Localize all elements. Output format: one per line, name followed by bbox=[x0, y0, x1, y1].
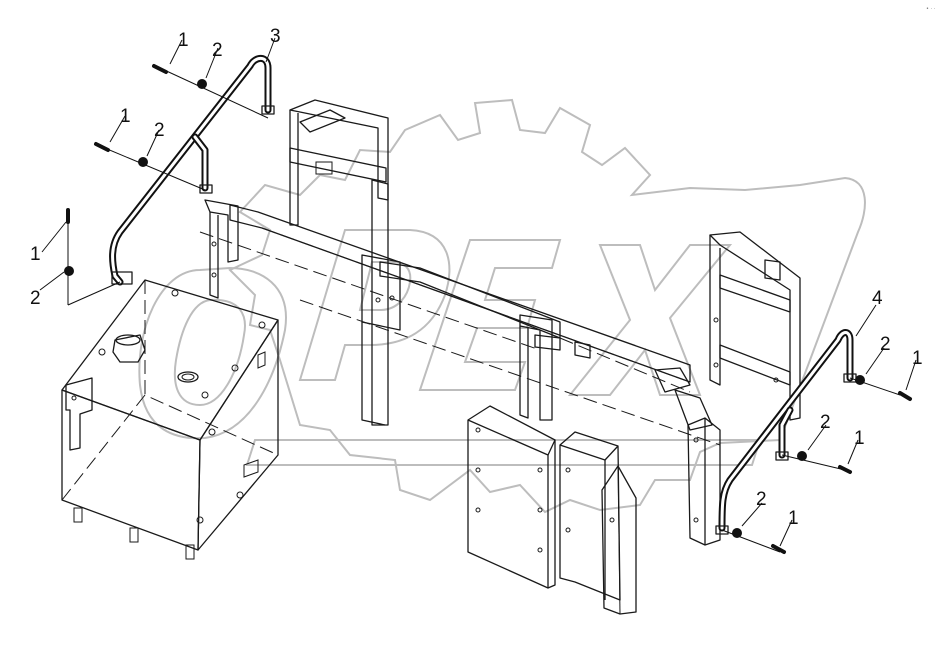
left-rear-bracket bbox=[289, 99, 401, 426]
fastener-leaders bbox=[67, 67, 901, 553]
tank-assembly bbox=[61, 279, 279, 560]
handrail-right bbox=[715, 329, 857, 535]
front-cover-plates bbox=[467, 405, 637, 615]
watermark-letter-p bbox=[298, 229, 451, 381]
bolt-icon bbox=[898, 391, 912, 401]
corner-mark: • · · bbox=[926, 6, 936, 12]
bolt-icon bbox=[94, 142, 110, 152]
bolt-icon bbox=[838, 465, 852, 474]
washer-icon bbox=[855, 375, 865, 385]
callout-2: 2 bbox=[30, 288, 41, 309]
callout-4: 4 bbox=[872, 288, 883, 309]
washer-icon bbox=[197, 79, 207, 89]
tank-side bbox=[197, 319, 279, 551]
bolt-icon bbox=[152, 64, 168, 74]
callout-1: 1 bbox=[120, 106, 131, 127]
left-mount-bracket bbox=[204, 199, 239, 299]
watermark-underline bbox=[245, 439, 762, 466]
callout-2: 2 bbox=[154, 120, 165, 141]
callout-1: 1 bbox=[178, 30, 189, 51]
washer-icon bbox=[797, 451, 807, 461]
watermark-letter-e bbox=[418, 239, 562, 391]
callout-2: 2 bbox=[880, 334, 891, 355]
upper-cross-beam bbox=[229, 204, 691, 383]
front-plate-left bbox=[467, 405, 556, 589]
washer-icon bbox=[138, 157, 148, 167]
front-plate-middle bbox=[559, 431, 621, 601]
callout-2: 2 bbox=[212, 40, 223, 61]
bolt-icon bbox=[771, 544, 786, 554]
callout-2: 2 bbox=[756, 489, 767, 510]
filler-cap bbox=[112, 334, 146, 363]
callout-1: 1 bbox=[854, 428, 865, 449]
tank-front bbox=[61, 389, 201, 551]
fasteners bbox=[64, 64, 912, 554]
callout-leaders bbox=[39, 37, 917, 547]
tank-side-bracket bbox=[65, 377, 93, 451]
washer-icon bbox=[732, 528, 742, 538]
callout-2: 2 bbox=[820, 412, 831, 433]
callout-3: 3 bbox=[270, 26, 281, 47]
callout-1: 1 bbox=[30, 244, 41, 265]
watermark-letter-o bbox=[138, 266, 287, 440]
callout-1: 1 bbox=[788, 508, 799, 529]
callout-numbers: 1 2 3 1 2 1 2 4 2 1 2 1 2 1 bbox=[30, 26, 923, 529]
tank-port bbox=[177, 371, 199, 383]
center-post bbox=[519, 314, 713, 431]
right-lower-bracket bbox=[687, 417, 721, 546]
right-rear-bracket bbox=[709, 231, 801, 421]
washer-icon bbox=[64, 266, 74, 276]
watermark-letter-x bbox=[567, 244, 733, 396]
callout-1: 1 bbox=[912, 348, 923, 369]
handrail-left bbox=[109, 54, 275, 286]
